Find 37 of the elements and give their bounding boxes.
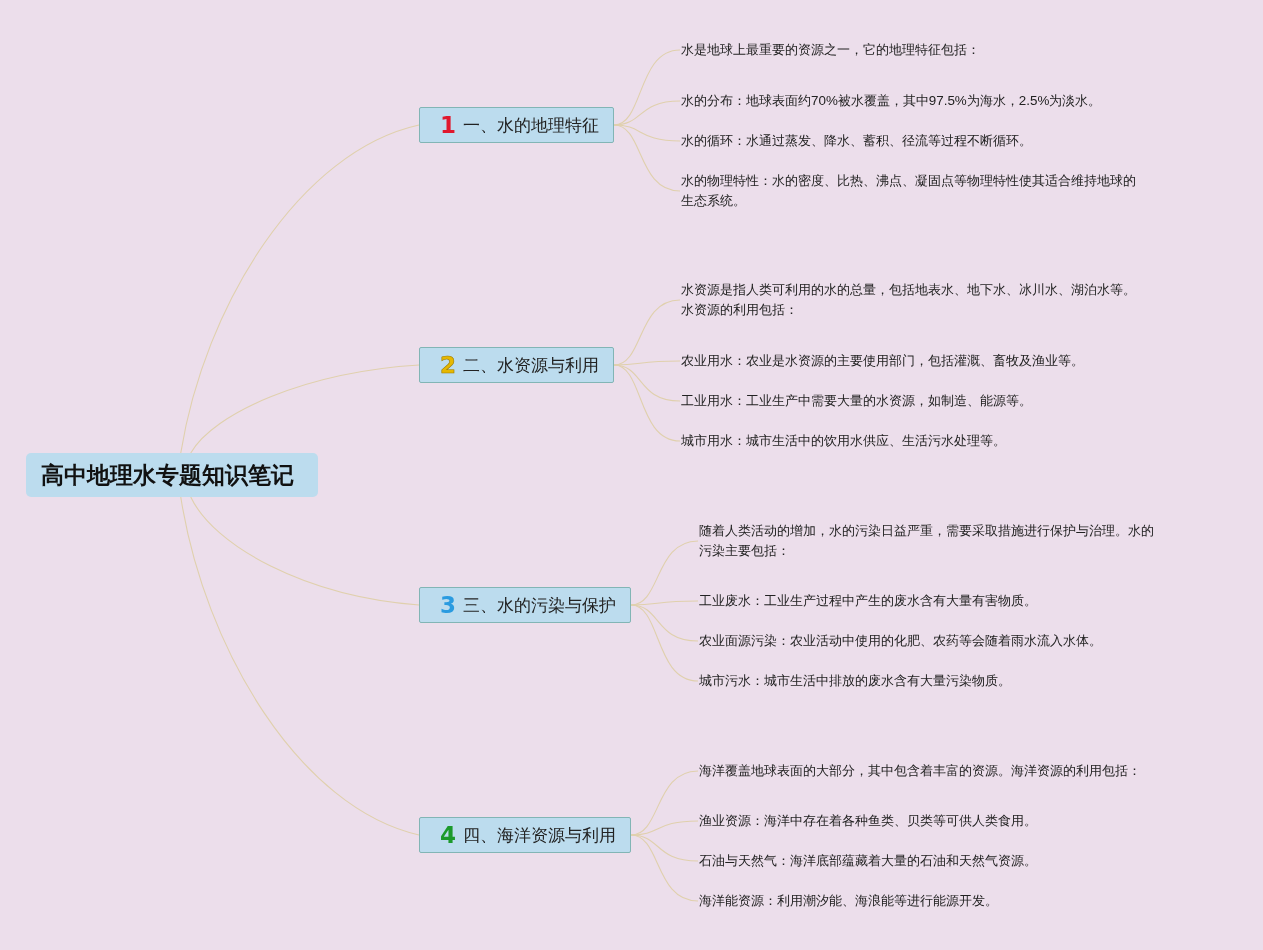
note-text: 工业用水：工业生产中需要大量的水资源，如制造、能源等。 — [681, 391, 1032, 411]
central-topic: 高中地理水专题知识笔记 — [26, 453, 318, 497]
topic-title: 二、水资源与利用 — [463, 355, 599, 376]
note-text: 水资源是指人类可利用的水的总量，包括地表水、地下水、冰川水、湖泊水等。水资源的利用包括： — [681, 280, 1142, 320]
topic-number: 2 — [440, 352, 456, 378]
topic-box — [419, 347, 614, 383]
connector-line — [613, 364, 681, 442]
topic-number: 4 — [440, 822, 456, 848]
note-text: 城市用水：城市生活中的饮用水供应、生活污水处理等。 — [681, 431, 1006, 451]
note-text: 渔业资源：海洋中存在着各种鱼类、贝类等可供人类食用。 — [699, 811, 1037, 831]
topic-box — [419, 107, 614, 143]
connector-line — [630, 834, 699, 902]
connector-line — [190, 364, 420, 454]
connector-line — [190, 496, 420, 606]
connector-line — [180, 124, 420, 454]
note-text: 水是地球上最重要的资源之一，它的地理特征包括： — [681, 40, 980, 60]
topic-title: 一、水的地理特征 — [463, 115, 599, 136]
note-text: 水的物理特性：水的密度、比热、沸点、凝固点等物理特性使其适合维持地球的生态系统。 — [681, 171, 1142, 211]
note-text: 随着人类活动的增加，水的污染日益严重，需要采取措施进行保护与治理。水的污染主要包括： — [699, 521, 1160, 561]
note-text: 工业废水：工业生产过程中产生的废水含有大量有害物质。 — [699, 591, 1037, 611]
connector-line — [180, 496, 420, 836]
note-text: 海洋能资源：利用潮汐能、海浪能等进行能源开发。 — [699, 891, 998, 911]
connector-line — [630, 604, 699, 682]
topic-box — [419, 587, 631, 623]
note-text: 海洋覆盖地球表面的大部分，其中包含着丰富的资源。海洋资源的利用包括： — [699, 761, 1141, 781]
note-text: 农业用水：农业是水资源的主要使用部门，包括灌溉、畜牧及渔业等。 — [681, 351, 1084, 371]
topic-box — [419, 817, 631, 853]
connector-line — [613, 124, 681, 192]
note-text: 水的分布：地球表面约70%被水覆盖，其中97.5%为海水，2.5%为淡水。 — [681, 91, 1102, 111]
topic-title: 四、海洋资源与利用 — [463, 825, 616, 846]
topic-number: 1 — [440, 112, 456, 138]
topic-title: 三、水的污染与保护 — [463, 595, 616, 616]
note-text: 石油与天然气：海洋底部蕴藏着大量的石油和天然气资源。 — [699, 851, 1037, 871]
note-text: 农业面源污染：农业活动中使用的化肥、农药等会随着雨水流入水体。 — [699, 631, 1102, 651]
topic-number: 3 — [440, 592, 456, 618]
note-text: 城市污水：城市生活中排放的废水含有大量污染物质。 — [699, 671, 1011, 691]
note-text: 水的循环：水通过蒸发、降水、蓄积、径流等过程不断循环。 — [681, 131, 1032, 151]
